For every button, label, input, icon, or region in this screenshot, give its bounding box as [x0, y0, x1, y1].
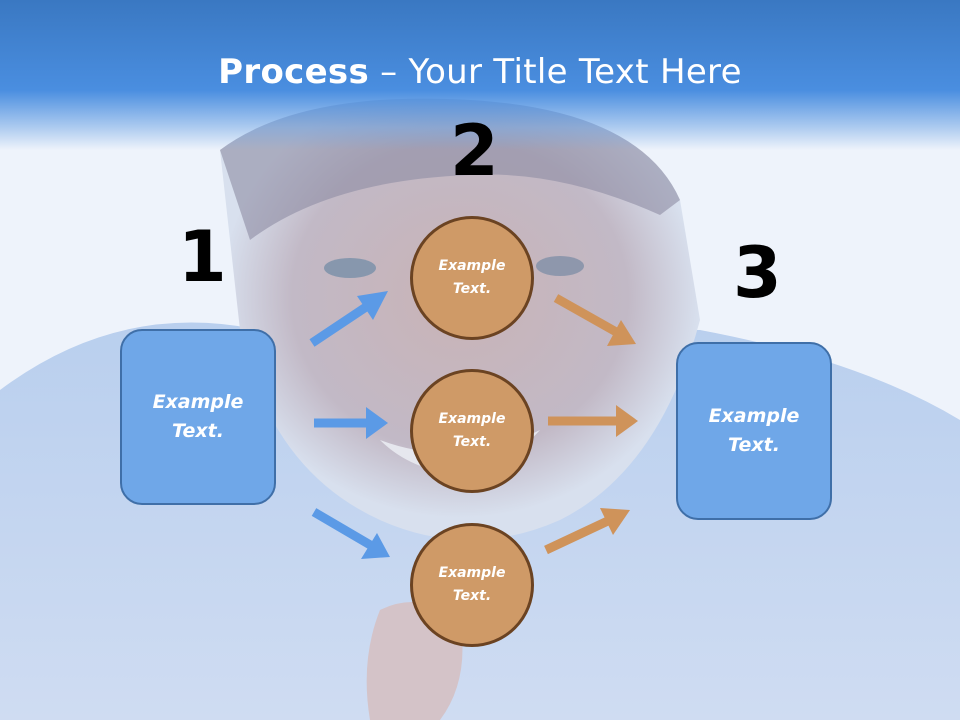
arrow-tan-up [544, 508, 630, 555]
right-box: Example Text. [676, 342, 832, 520]
left-box-text: Example Text. [152, 391, 244, 442]
title-bold: Process [218, 52, 370, 92]
left-box: Example Text. [120, 329, 276, 505]
step-number-2: 2 [450, 110, 499, 192]
arrow-blue-up [309, 291, 388, 347]
circle-bottom: Example Text. [410, 523, 534, 647]
arrow-blue-middle [314, 407, 388, 439]
arrow-tan-middle [548, 405, 638, 437]
right-box-text: Example Text. [708, 405, 800, 456]
circle-middle: Example Text. [410, 369, 534, 493]
circle-top-text: Example Text. [438, 258, 506, 297]
arrow-blue-down [311, 508, 390, 559]
title-bar [0, 0, 960, 150]
page-title: Process – Your Title Text Here [0, 52, 960, 92]
title-rest: – Your Title Text Here [369, 52, 742, 92]
arrow-tan-down [553, 294, 636, 346]
circle-middle-text: Example Text. [438, 411, 506, 450]
step-number-3: 3 [733, 232, 782, 314]
step-number-1: 1 [178, 216, 227, 298]
circle-top: Example Text. [410, 216, 534, 340]
circle-bottom-text: Example Text. [438, 565, 506, 604]
